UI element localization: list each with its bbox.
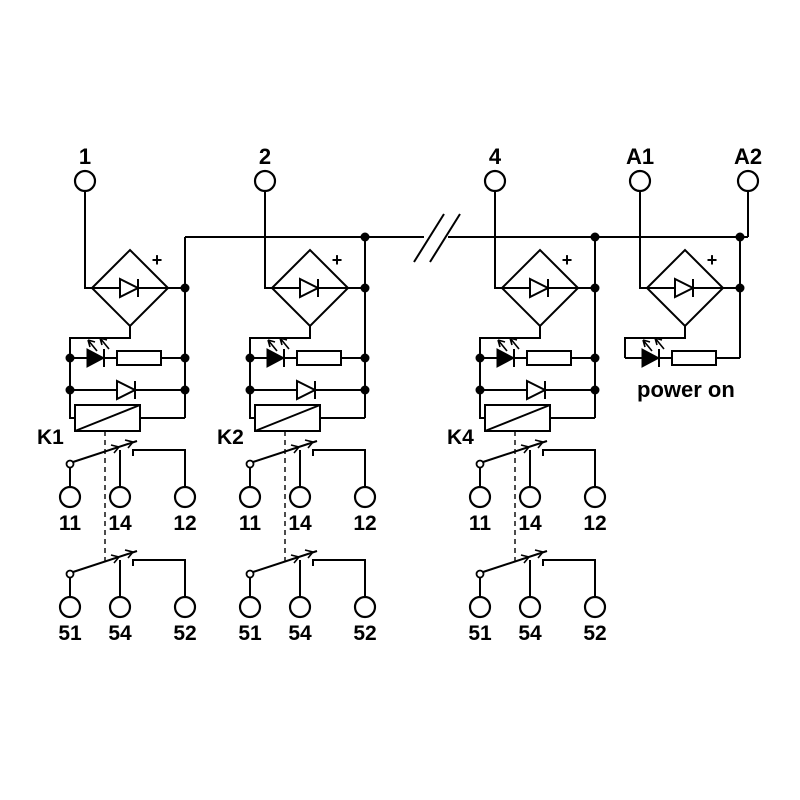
bus-break-icon (413, 213, 461, 263)
plus-sign: + (332, 250, 343, 270)
terminal-label: 4 (489, 144, 502, 169)
plus-sign: + (562, 250, 573, 270)
plus-sign: + (707, 250, 718, 270)
power-led-icon (641, 348, 661, 368)
contact-label: 12 (173, 512, 196, 535)
terminal-label-a2: A2 (734, 144, 762, 169)
contact-label: 51 (58, 622, 82, 645)
contact-label: 54 (108, 622, 132, 645)
contact-label: 51 (468, 622, 492, 645)
resistor (671, 350, 717, 366)
relay-label: K1 (37, 426, 64, 449)
contact-label: 52 (583, 622, 606, 645)
power-on-label: power on (637, 377, 735, 402)
power-indicator-circuit (624, 169, 760, 368)
a1-wire (639, 191, 647, 289)
contact-label: 12 (583, 512, 606, 535)
bridge-diode-icon (674, 277, 696, 299)
contact-label: 14 (518, 512, 542, 535)
contact-label: 11 (59, 512, 82, 535)
junction-dot (735, 283, 745, 293)
contact-label: 52 (173, 622, 196, 645)
a2-terminal-circle (736, 169, 760, 193)
contact-label: 11 (469, 512, 492, 535)
relay-label: K4 (447, 426, 474, 449)
contact-label: 11 (239, 512, 262, 535)
terminal-label-a1: A1 (626, 144, 654, 169)
a1-terminal-circle (628, 169, 652, 193)
contact-label: 52 (353, 622, 376, 645)
plus-sign: + (152, 250, 163, 270)
contact-label: 54 (288, 622, 312, 645)
relay-label: K2 (217, 426, 244, 449)
led-arrows-icon (642, 337, 665, 352)
terminal-label: 1 (79, 144, 91, 169)
contact-label: 14 (108, 512, 132, 535)
contact-label: 54 (518, 622, 542, 645)
contact-label: 14 (288, 512, 312, 535)
contact-label: 12 (353, 512, 376, 535)
terminal-label: 2 (259, 144, 271, 169)
contact-label: 51 (238, 622, 262, 645)
